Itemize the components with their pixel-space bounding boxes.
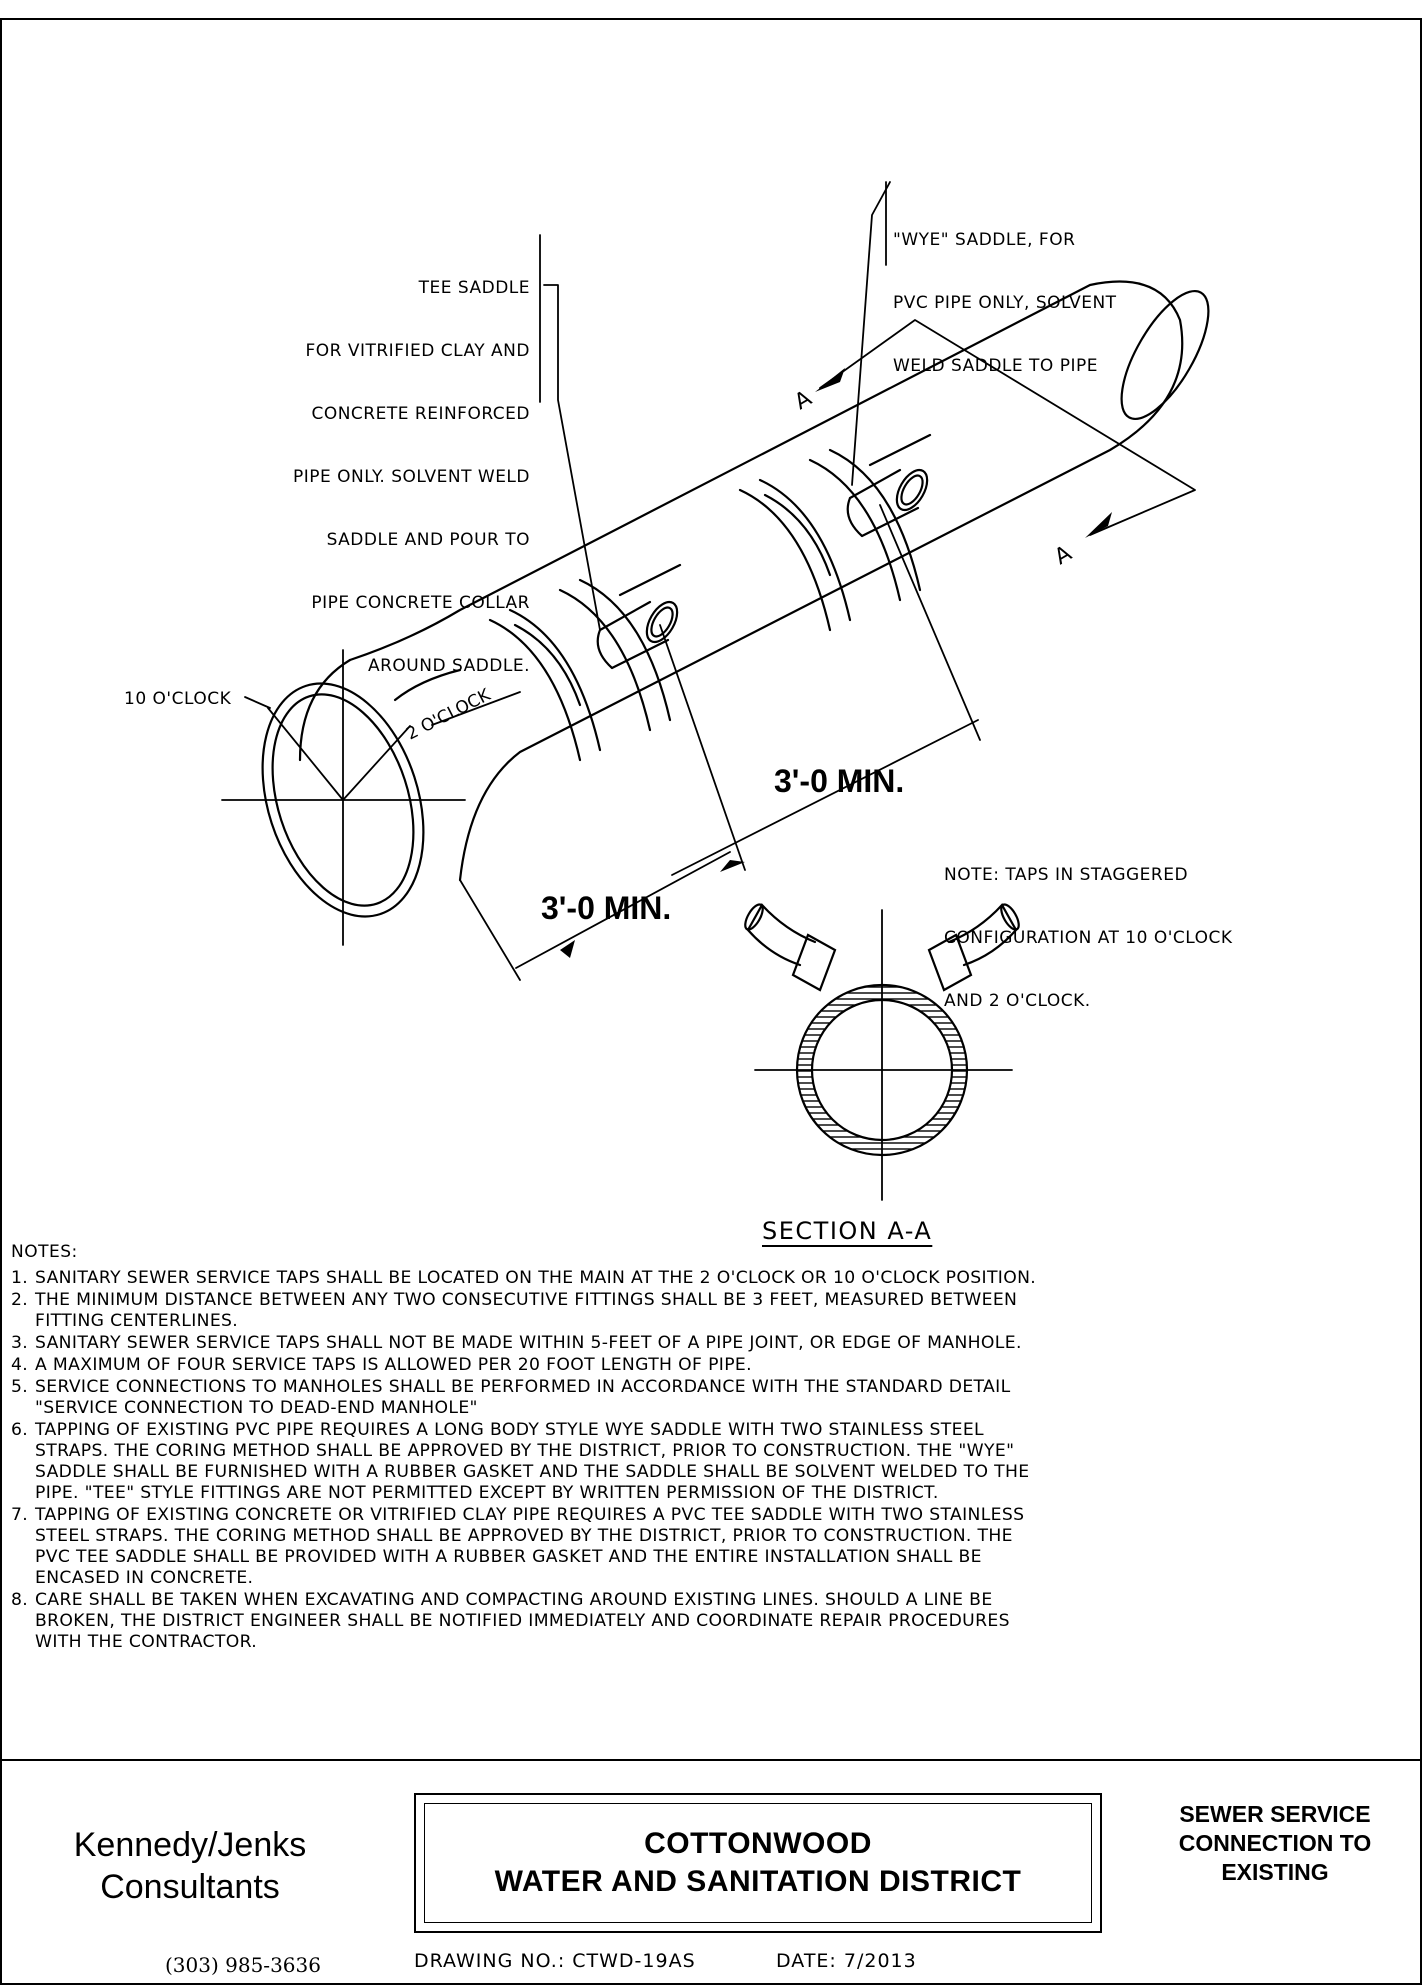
arrowheads xyxy=(560,368,1112,958)
drawing-title-line: SEWER SERVICE xyxy=(1179,1801,1371,1827)
wye-saddle-band xyxy=(738,433,932,632)
district-title-box: COTTONWOOD WATER AND SANITATION DISTRICT xyxy=(414,1793,1102,1933)
phone-number: (303) 985-3636 xyxy=(165,1953,321,1977)
note-number: 3. xyxy=(11,1333,29,1353)
drawing-date: DATE: 7/2013 xyxy=(776,1950,917,1972)
wye-callout-line: PVC PIPE ONLY, SOLVENT xyxy=(893,293,1117,313)
district-title-inner: COTTONWOOD WATER AND SANITATION DISTRICT xyxy=(424,1803,1092,1923)
tee-saddle-band xyxy=(488,563,682,762)
tee-callout-line: PIPE ONLY. SOLVENT WELD xyxy=(293,467,530,487)
tee-callout-line: AROUND SADDLE. xyxy=(367,656,530,676)
drawing-sheet xyxy=(0,18,1422,1985)
tee-callout-line: FOR VITRIFIED CLAY AND xyxy=(305,341,530,361)
drawing-title-line: EXISTING xyxy=(1221,1859,1329,1885)
section-marker-lower: A xyxy=(1051,541,1077,570)
note-text: THE MINIMUM DISTANCE BETWEEN ANY TWO CON… xyxy=(35,1290,1018,1331)
district-name: COTTONWOOD xyxy=(644,1827,872,1860)
note-item: 4. A MAXIMUM OF FOUR SERVICE TAPS IS ALLO… xyxy=(11,1355,1411,1376)
title-block-divider xyxy=(0,1759,1422,1761)
company-line: Kennedy/Jenks xyxy=(73,1826,307,1864)
dimension-upper: 3'-0 MIN. xyxy=(774,763,905,799)
note-item: 7. TAPPING OF EXISTING CONCRETE OR VITRIF… xyxy=(11,1505,1411,1589)
pipe-bell-end xyxy=(261,658,462,918)
tee-callout-line: SADDLE AND POUR TO xyxy=(326,530,530,550)
note-text: A MAXIMUM OF FOUR SERVICE TAPS IS ALLOWE… xyxy=(35,1355,752,1375)
stagger-note-line: AND 2 O'CLOCK. xyxy=(944,991,1091,1011)
note-text: SANITARY SEWER SERVICE TAPS SHALL BE LOC… xyxy=(35,1268,1037,1288)
tee-callout-line: CONCRETE REINFORCED xyxy=(311,404,530,424)
dimension-lines xyxy=(459,504,981,981)
company-name: Kennedy/Jenks Consultants xyxy=(40,1824,340,1908)
tee-saddle-callout: TEE SADDLE FOR VITRIFIED CLAY AND CONCRE… xyxy=(200,236,530,698)
wye-callout-line: "WYE" SADDLE, FOR xyxy=(893,230,1076,250)
note-number: 2. xyxy=(11,1290,29,1310)
bell-centerlines xyxy=(221,649,521,946)
note-number: 1. xyxy=(11,1268,29,1288)
note-text: SANITARY SEWER SERVICE TAPS SHALL NOT BE… xyxy=(35,1333,1022,1353)
drawing-title: SEWER SERVICE CONNECTION TO EXISTING xyxy=(1140,1800,1410,1887)
note-text: CARE SHALL BE TAKEN WHEN EXCAVATING AND … xyxy=(35,1590,1010,1652)
tee-callout-line: PIPE CONCRETE COLLAR xyxy=(311,593,530,613)
wye-saddle-callout: "WYE" SADDLE, FOR PVC PIPE ONLY, SOLVENT… xyxy=(893,188,1117,398)
note-item: 5. SERVICE CONNECTIONS TO MANHOLES SHALL … xyxy=(11,1377,1411,1419)
section-view xyxy=(744,903,1020,1201)
note-number: 7. xyxy=(11,1505,29,1525)
note-number: 4. xyxy=(11,1355,29,1375)
left-service-pipe xyxy=(744,903,837,992)
ten-oclock-label: 10 O'CLOCK xyxy=(124,689,232,709)
section-marker-upper: A xyxy=(791,386,817,415)
note-item: 1. SANITARY SEWER SERVICE TAPS SHALL BE L… xyxy=(11,1268,1411,1289)
note-item: 6. TAPPING OF EXISTING PVC PIPE REQUIRES … xyxy=(11,1420,1411,1504)
stagger-note: NOTE: TAPS IN STAGGERED CONFIGURATION AT… xyxy=(944,823,1233,1033)
note-item: 2. THE MINIMUM DISTANCE BETWEEN ANY TWO C… xyxy=(11,1290,1411,1332)
drawing-number: DRAWING NO.: CTWD-19AS xyxy=(414,1950,696,1972)
tee-callout-line: TEE SADDLE xyxy=(418,278,530,298)
notes-heading: NOTES: xyxy=(11,1242,78,1262)
notes-list: 1. SANITARY SEWER SERVICE TAPS SHALL BE L… xyxy=(11,1268,1411,1654)
section-cut-line xyxy=(819,319,1196,536)
stagger-note-line: CONFIGURATION AT 10 O'CLOCK xyxy=(944,928,1233,948)
note-item: 3. SANITARY SEWER SERVICE TAPS SHALL NOT … xyxy=(11,1333,1411,1354)
wye-callout-line: WELD SADDLE TO PIPE xyxy=(893,356,1098,376)
dimension-lower: 3'-0 MIN. xyxy=(541,890,672,926)
note-number: 8. xyxy=(11,1590,29,1610)
main-pipe xyxy=(348,280,1210,882)
drawing-title-line: CONNECTION TO xyxy=(1178,1830,1372,1856)
note-item: 8. CARE SHALL BE TAKEN WHEN EXCAVATING AN… xyxy=(11,1590,1411,1653)
note-text: SERVICE CONNECTIONS TO MANHOLES SHALL BE… xyxy=(35,1377,1011,1418)
company-line: Consultants xyxy=(100,1868,280,1906)
note-number: 5. xyxy=(11,1377,29,1397)
leader-lines xyxy=(539,181,891,631)
section-title: SECTION A-A xyxy=(762,1217,933,1245)
district-subtitle: WATER AND SANITATION DISTRICT xyxy=(494,1865,1022,1898)
note-text: TAPPING OF EXISTING CONCRETE OR VITRIFIE… xyxy=(35,1505,1025,1588)
note-number: 6. xyxy=(11,1420,29,1440)
right-service-pipe xyxy=(927,903,1020,992)
note-text: TAPPING OF EXISTING PVC PIPE REQUIRES A … xyxy=(35,1420,1030,1503)
stagger-note-line: NOTE: TAPS IN STAGGERED xyxy=(944,865,1189,885)
